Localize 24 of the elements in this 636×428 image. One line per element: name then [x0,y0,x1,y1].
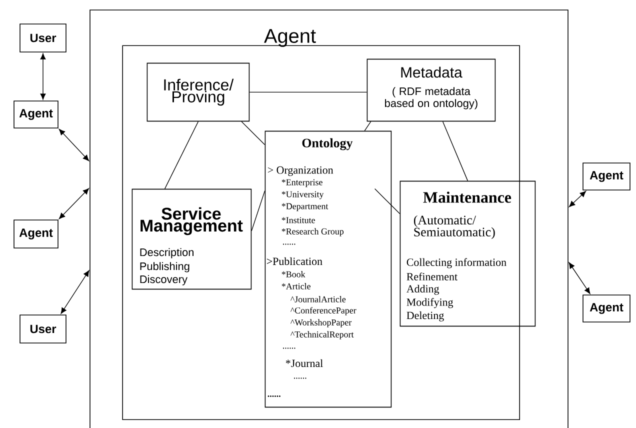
arrow [568,262,590,294]
ontology-box: Ontology > Organization *Enterprise *University *Department *Institute *Research Group ...... >Publication *Book *Article ^JournalArticle ^ConferencePaper ^WorkshopPaper ^TechnicalReport ...... *Journal ...... ...... [264,130,392,408]
connector-line [241,121,266,146]
connector-line [249,92,368,93]
connector-line [442,121,468,182]
module-box: Service Management Description Publishing Discovery [132,188,252,290]
arrow [60,270,90,314]
module-box: Inference/ Proving [146,62,250,122]
arrow [40,53,46,100]
connector-line [164,121,199,190]
actor-box: User [20,24,66,52]
actor-box: Agent [14,220,58,248]
inner-box [122,45,520,420]
actor-box: Agent [582,162,630,190]
connector-line [374,188,400,214]
connector-line [364,121,372,132]
module-box: Metadata ( RDF metadata based on ontology) [366,58,496,122]
arrow [58,188,90,220]
arrow [58,128,90,162]
actor-box: Agent [582,294,630,322]
arrow [568,190,586,208]
module-box: Maintenance (Automatic/ Semiautomatic) Collecting information Refinement Adding Modifying Deleting [400,180,536,327]
actor-box: Agent [14,100,58,128]
actor-box: User [20,314,66,344]
